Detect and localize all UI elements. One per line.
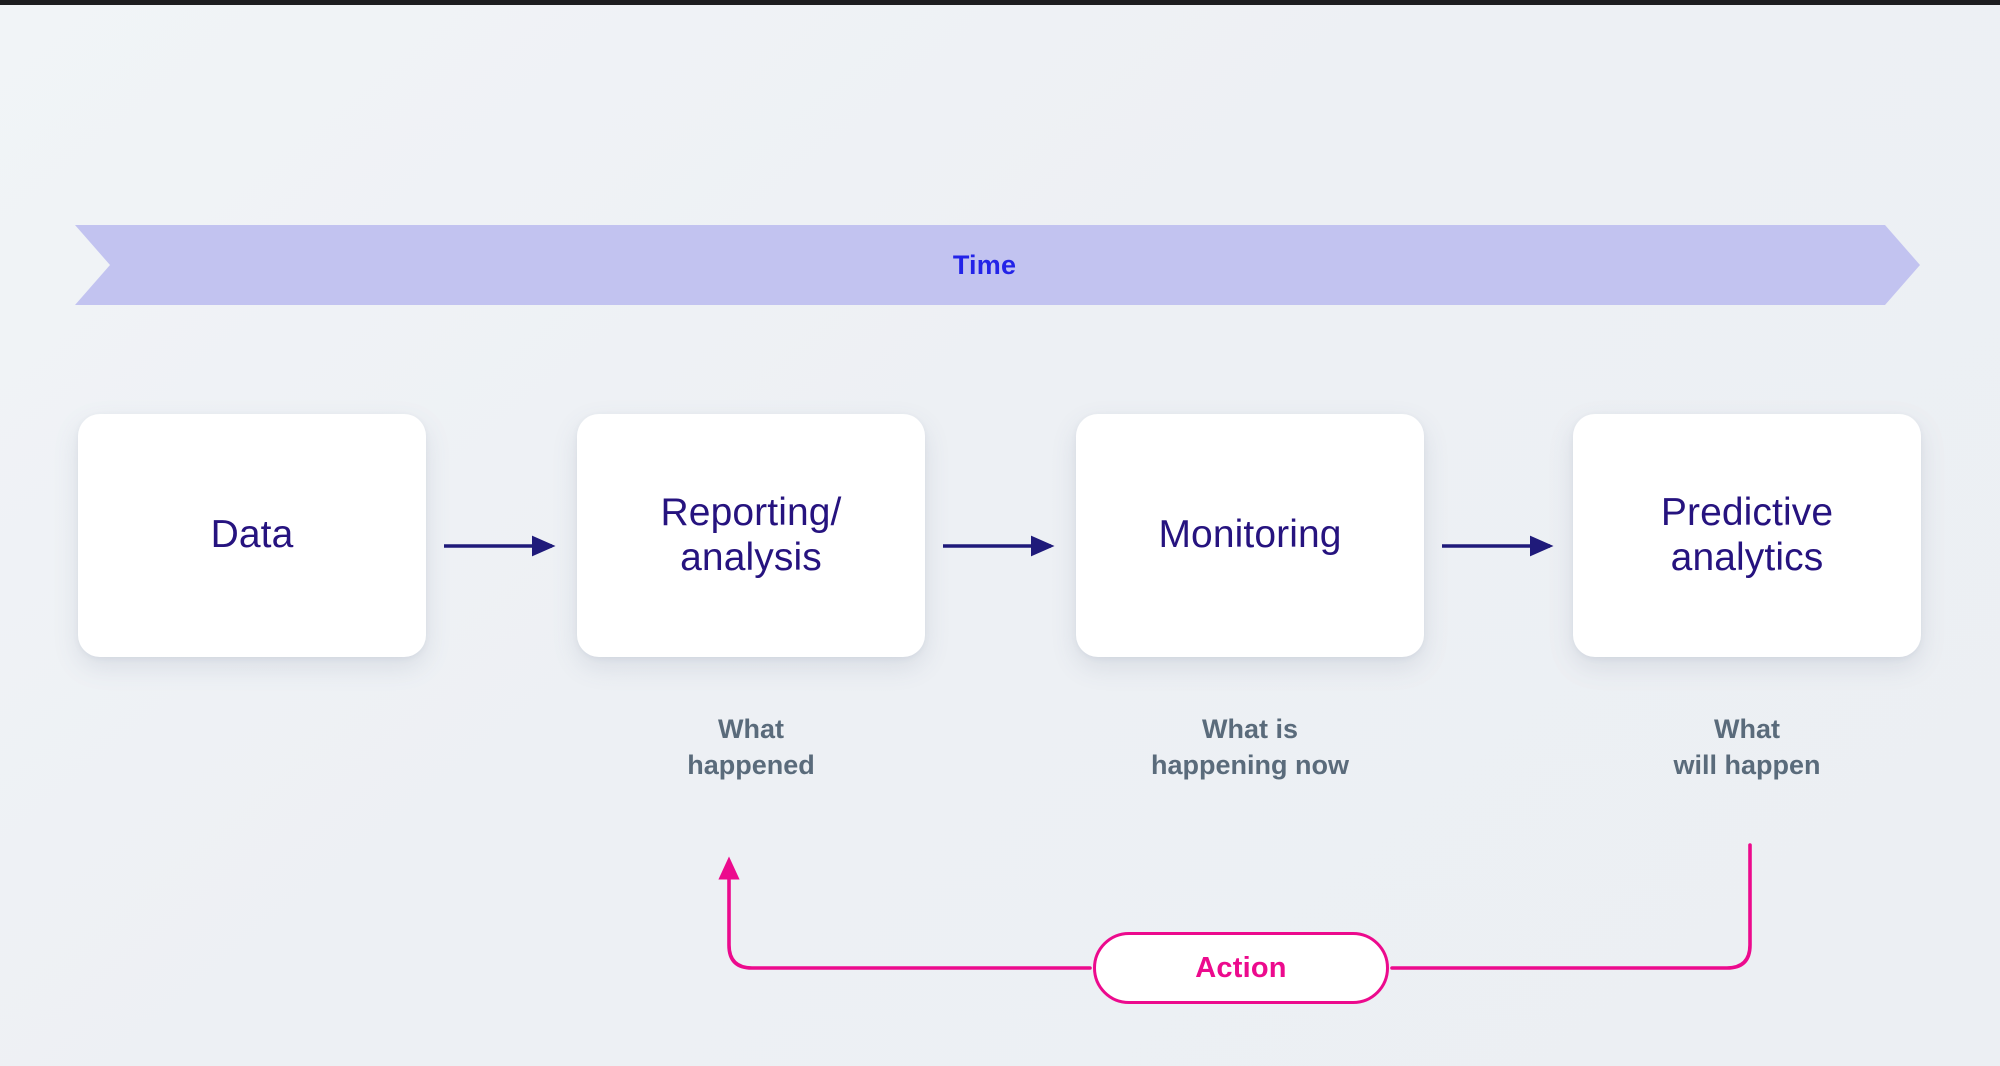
stage-card-predictive[interactable]: Predictive analytics	[1573, 414, 1921, 657]
action-pill-label: Action	[1195, 951, 1287, 984]
feedback-loop-left	[718, 856, 1092, 970]
stage-card-label: Reporting/ analysis	[660, 491, 842, 579]
top-edge-bar	[0, 0, 2000, 5]
time-banner-label: Time	[952, 249, 1017, 280]
stage-card-monitoring[interactable]: Monitoring	[1076, 414, 1424, 657]
feedback-loop-right	[1390, 843, 1752, 970]
stage-card-label: Predictive analytics	[1660, 491, 1834, 579]
stage-caption-predictive: What will happen	[1673, 714, 1821, 780]
stage-caption-monitoring: What is happening now	[1151, 714, 1349, 780]
stage-card-reporting[interactable]: Reporting/ analysis	[577, 414, 925, 657]
action-pill[interactable]: Action	[1093, 932, 1389, 1004]
stage-card-label: Data	[210, 513, 294, 557]
stage-card-label: Monitoring	[1158, 513, 1342, 557]
stage-caption-reporting: What happened	[687, 714, 815, 780]
time-banner: Time	[75, 225, 1920, 305]
stage-card-data[interactable]: Data	[78, 414, 426, 657]
